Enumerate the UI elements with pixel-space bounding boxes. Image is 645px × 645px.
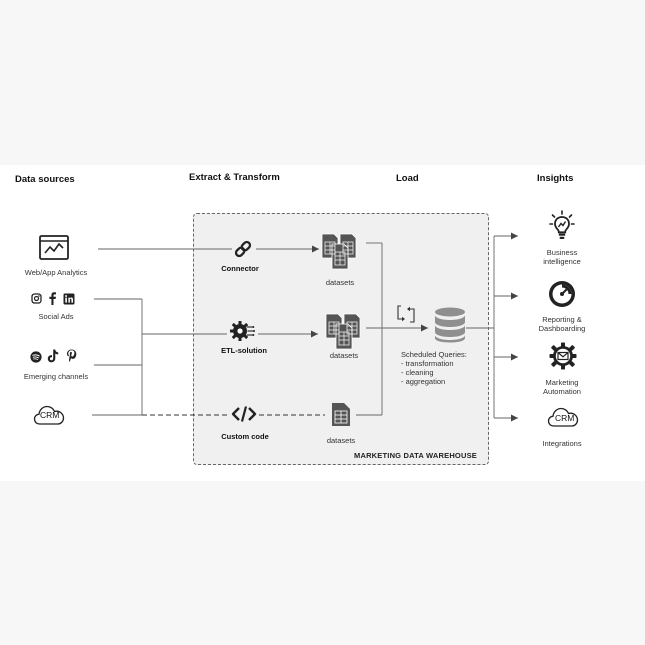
connector-label: Connector [221, 264, 259, 273]
scheduled-item-cleaning: - cleaning [401, 368, 434, 377]
scheduled-item-aggregation: - aggregation [401, 377, 446, 386]
dataset-file-icon [332, 403, 350, 426]
insight-bi-label: Business intelligence [543, 248, 581, 266]
source-emerging-channels-label: Emerging channels [23, 372, 89, 381]
crm-integration-icon-text: CRM [555, 413, 575, 423]
pinterest-icon [67, 349, 77, 362]
insight-integrations-label: Integrations [542, 439, 582, 448]
header-load: Load [396, 173, 419, 184]
etl-solution-label: ETL-solution [221, 346, 267, 355]
crm-cloud-icon [547, 407, 579, 427]
source-social-ads-label: Social Ads [38, 312, 74, 321]
browser-analytics-icon [39, 235, 69, 260]
datasets-etl-label: datasets [329, 351, 359, 360]
facebook-icon [49, 292, 56, 305]
scheduled-queries: Scheduled Queries: - transformation - cl… [401, 350, 467, 386]
crm-cloud-icon [33, 405, 65, 425]
code-icon [231, 406, 257, 422]
gauge-dashboard-icon [549, 281, 575, 307]
insight-reporting-label: Reporting & Dashboarding [538, 315, 586, 333]
crm-source-icon-text: CRM [40, 410, 60, 420]
header-data-sources: Data sources [15, 174, 75, 185]
etl-gear-icon [230, 321, 255, 341]
tiktok-icon [47, 349, 59, 363]
datasets-stack-icon [325, 313, 361, 350]
warehouse-title: MARKETING DATA WAREHOUSE [354, 451, 477, 460]
link-connector-icon [234, 240, 252, 258]
insight-automation-label: Marketing Automation [543, 378, 581, 396]
scheduled-item-transformation: - transformation [401, 359, 454, 368]
header-extract-transform: Extract & Transform [189, 172, 280, 183]
scheduled-queries-title: Scheduled Queries: [401, 350, 467, 359]
lightbulb-chart-icon [549, 210, 575, 239]
custom-code-label: Custom code [221, 432, 269, 441]
datasets-stack-icon [321, 233, 357, 270]
header-insights: Insights [537, 173, 574, 184]
datasets-custom-label: datasets [326, 436, 356, 445]
refresh-cycle-icon [397, 305, 415, 323]
source-web-analytics-label: Web/App Analytics [24, 268, 88, 277]
email-automation-gear-icon [549, 342, 577, 370]
instagram-icon [31, 293, 42, 304]
linkedin-icon [63, 293, 75, 305]
spotify-icon [30, 351, 42, 363]
database-icon [435, 307, 465, 343]
datasets-connector-label: datasets [325, 278, 355, 287]
